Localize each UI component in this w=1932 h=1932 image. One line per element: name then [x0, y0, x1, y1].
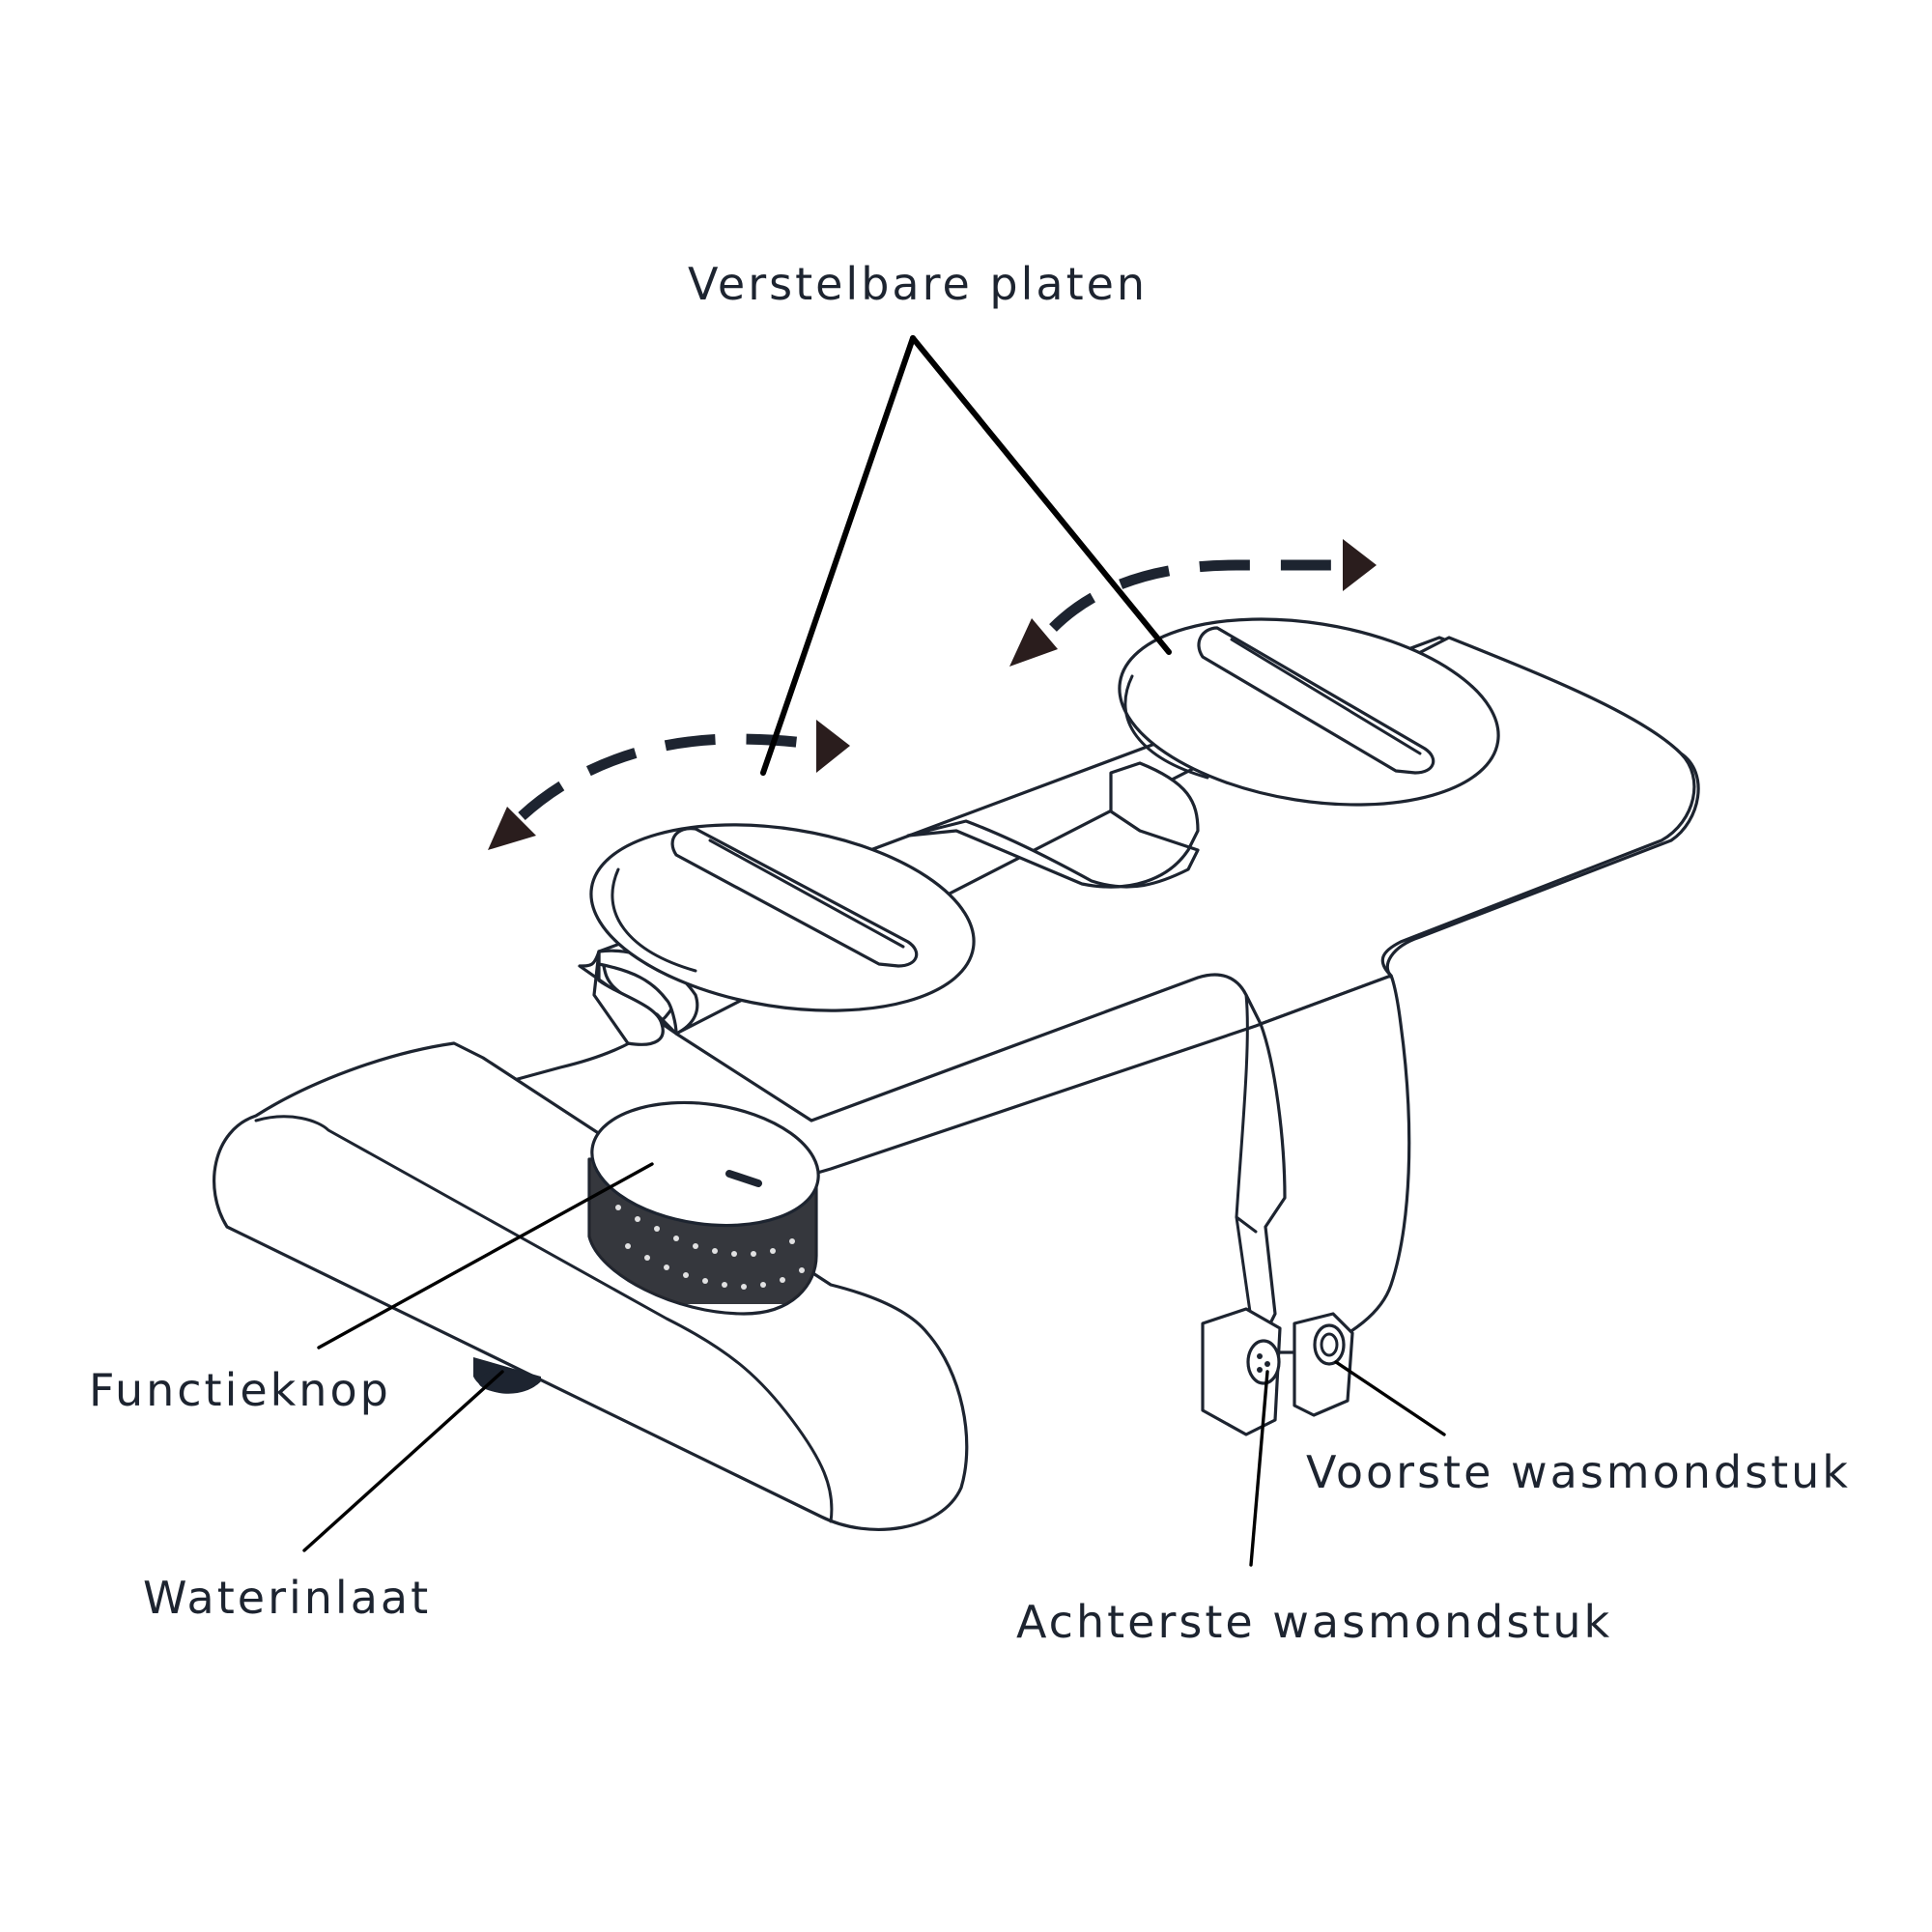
label-front-nozzle: Voorste wasmondstuk — [1306, 1446, 1851, 1498]
plate-tab-left — [592, 950, 665, 1046]
adjustable-plate-right[interactable] — [1106, 594, 1512, 830]
label-rear-nozzle: Achterste wasmondstuk — [1016, 1596, 1612, 1648]
rotation-arrow-left — [488, 720, 850, 850]
rotation-arrow-right — [1009, 539, 1377, 667]
inlet-housing — [213, 1041, 969, 1531]
label-function-knob: Functieknop — [89, 1364, 391, 1416]
plate-notch-middle — [906, 761, 1200, 889]
function-knob[interactable] — [584, 1089, 827, 1316]
adjustable-plate-left[interactable] — [578, 800, 987, 1036]
rear-nozzle — [1201, 1307, 1282, 1436]
front-nozzle — [1293, 1312, 1354, 1417]
knob-indicator-mark — [725, 1170, 762, 1187]
label-adjustable-plates: Verstelbare platen — [688, 258, 1148, 310]
nozzle-bracket — [1254, 974, 1411, 1354]
leader-lines — [302, 335, 1446, 1567]
label-water-inlet: Waterinlaat — [143, 1572, 431, 1624]
